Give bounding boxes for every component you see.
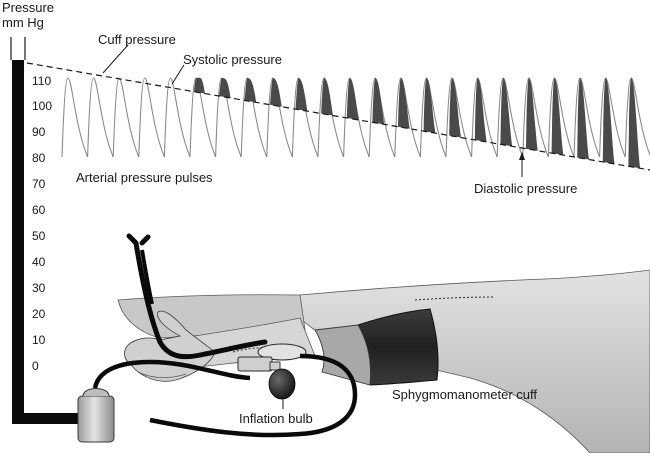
manometer: [10, 37, 80, 424]
finger-line: [137, 371, 187, 378]
tick-90: 90: [32, 125, 46, 139]
pulse-shaded-segment: [551, 78, 578, 158]
pulse-shaded-segment: [474, 78, 501, 145]
manometer-reservoir: [77, 395, 115, 443]
tick-20: 20: [32, 307, 46, 321]
tick-70: 70: [32, 177, 46, 191]
pulse-shaded-segment: [244, 78, 270, 105]
stethoscope-tube-branch: [140, 249, 154, 305]
valve: [269, 361, 281, 371]
systolic-pressure-label: Systolic pressure: [183, 52, 282, 67]
tick-0: 0: [32, 359, 39, 373]
cuff-pressure-label: Cuff pressure: [98, 32, 176, 47]
pulse-shaded-segment: [500, 78, 526, 149]
tick-100: 100: [32, 99, 53, 113]
pulse-shaded-segment: [270, 78, 296, 110]
cuff-pressure-leader: [102, 44, 129, 74]
tick-110: 110: [32, 74, 52, 88]
inflation-bulb-shape: [268, 368, 296, 400]
tick-80: 80: [32, 151, 46, 165]
diastolic-pressure-label: Diastolic pressure: [474, 181, 578, 196]
arterial-pulses-label: Arterial pressure pulses: [76, 170, 213, 185]
cuff-fold: [314, 324, 371, 386]
pulse-shaded-segment: [321, 78, 347, 118]
cuff-pressure-line: [26, 62, 650, 171]
pulse-shaded-segment: [628, 78, 650, 171]
arterial-pulse-train: [61, 77, 650, 171]
cuff-edge-dashes: [414, 296, 496, 301]
tick-50: 50: [32, 229, 46, 243]
mercury-column: [12, 60, 24, 424]
pulse-shaded-segment: [193, 77, 219, 96]
pulse-shaded-segment: [423, 78, 450, 136]
pulse-shaded-segment: [346, 78, 373, 123]
stethoscope: [126, 233, 307, 372]
pulse-shaded-segment: [398, 78, 424, 132]
stethoscope-tube: [133, 240, 268, 360]
inflation-bulb-label: Inflation bulb: [239, 411, 313, 426]
pulse-shaded-segment: [295, 78, 322, 114]
stethoscope-diaphragm: [237, 356, 273, 372]
cuff-label: Sphygmomanometer cuff: [392, 387, 537, 402]
pulse-shaded-segment: [449, 78, 475, 140]
axis-title: Pressure mm Hg: [2, 0, 54, 30]
pulse-shaded-segment: [372, 78, 398, 127]
inflation-system: [77, 353, 358, 443]
tick-10: 10: [32, 333, 46, 347]
earpiece-right: [139, 234, 151, 246]
pulse-shaded-segment: [602, 78, 629, 167]
earpiece-left: [126, 233, 139, 246]
pulse-shaded-segment: [577, 78, 603, 162]
diastolic-arrowhead: [519, 152, 525, 160]
tick-60: 60: [32, 203, 46, 217]
pulse-shaded-segment: [526, 78, 552, 154]
cuff-illustration: [314, 308, 439, 386]
tick-40: 40: [32, 255, 46, 269]
manometer-base-tube: [12, 413, 80, 424]
axis-title-line2: mm Hg: [2, 15, 44, 30]
systolic-pressure-leader: [171, 64, 185, 85]
pulse-shaded-segment: [218, 78, 245, 101]
reservoir-cap: [82, 388, 110, 397]
hose-loop: [149, 353, 358, 438]
axis-title-line1: Pressure: [2, 0, 55, 15]
hose-to-manometer: [92, 359, 251, 389]
stethoscope-head: [257, 343, 307, 361]
tick-30: 30: [32, 281, 46, 295]
